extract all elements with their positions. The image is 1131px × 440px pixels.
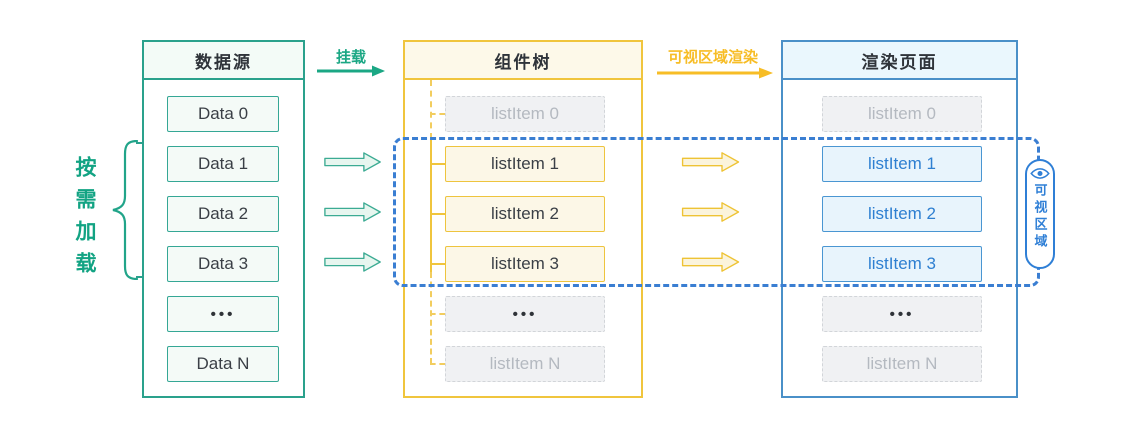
tree-item-0: listItem 0: [445, 96, 605, 132]
data-item-n: Data N: [167, 346, 279, 382]
eye-icon: [1030, 168, 1050, 179]
component-tree-column: 组件树 listItem 0 listItem 1 listItem 2 lis…: [403, 40, 643, 398]
tree-item-ellipsis: •••: [445, 296, 605, 332]
page-item-0: listItem 0: [822, 96, 982, 132]
viewport-badge-label: 可视区域: [1032, 183, 1048, 251]
tree-trunk-dashed-top: [430, 80, 432, 139]
tree-trunk-solid: [430, 139, 432, 272]
tree-item-1: listItem 1: [445, 146, 605, 182]
render-block-arrow-icon: [681, 152, 740, 172]
page-item-2: listItem 2: [822, 196, 982, 232]
page-item-ellipsis: •••: [822, 296, 982, 332]
page-item-1: listItem 1: [822, 146, 982, 182]
tree-connector-dashed: [430, 313, 445, 315]
mount-block-arrow-icon: [324, 152, 381, 172]
mount-block-arrow-icon: [324, 202, 381, 222]
viewport-render-label: 可视区域渲染: [667, 49, 758, 66]
tree-connector-dashed: [430, 113, 445, 115]
data-item-1: Data 1: [167, 146, 279, 182]
render-block-arrow-icon: [681, 252, 740, 272]
viewport-badge: 可视区域: [1025, 159, 1055, 269]
rendered-page-title: 渲染页面: [783, 42, 1016, 80]
tree-connector-dashed: [430, 363, 445, 365]
rendered-page-column: 渲染页面 listItem 0 listItem 1 listItem 2 li…: [781, 40, 1018, 398]
mount-arrow-icon: [317, 65, 385, 77]
render-arrow-icon: [657, 67, 773, 79]
mount-block-arrow-icon: [324, 252, 381, 272]
page-item-n: listItem N: [822, 346, 982, 382]
tree-item-3: listItem 3: [445, 246, 605, 282]
data-source-column: 数据源 Data 0 Data 1 Data 2 Data 3 ••• Data…: [142, 40, 305, 398]
mount-label: 挂载: [335, 49, 366, 66]
component-tree-title: 组件树: [405, 42, 641, 80]
data-item-ellipsis: •••: [167, 296, 279, 332]
data-item-2: Data 2: [167, 196, 279, 232]
dash-dot-connector-bottom: [136, 276, 168, 278]
load-on-demand-label: 按需加载: [73, 156, 96, 284]
dash-dot-connector-top: [136, 142, 168, 144]
tree-item-n: listItem N: [445, 346, 605, 382]
tree-connector: [430, 213, 445, 215]
data-source-title: 数据源: [144, 42, 303, 80]
tree-connector: [430, 263, 445, 265]
curly-brace-icon: [112, 140, 139, 280]
data-item-3: Data 3: [167, 246, 279, 282]
tree-item-2: listItem 2: [445, 196, 605, 232]
page-item-3: listItem 3: [822, 246, 982, 282]
tree-trunk-dashed-bottom: [430, 272, 432, 364]
data-item-0: Data 0: [167, 96, 279, 132]
tree-connector: [430, 163, 445, 165]
render-block-arrow-icon: [681, 202, 740, 222]
